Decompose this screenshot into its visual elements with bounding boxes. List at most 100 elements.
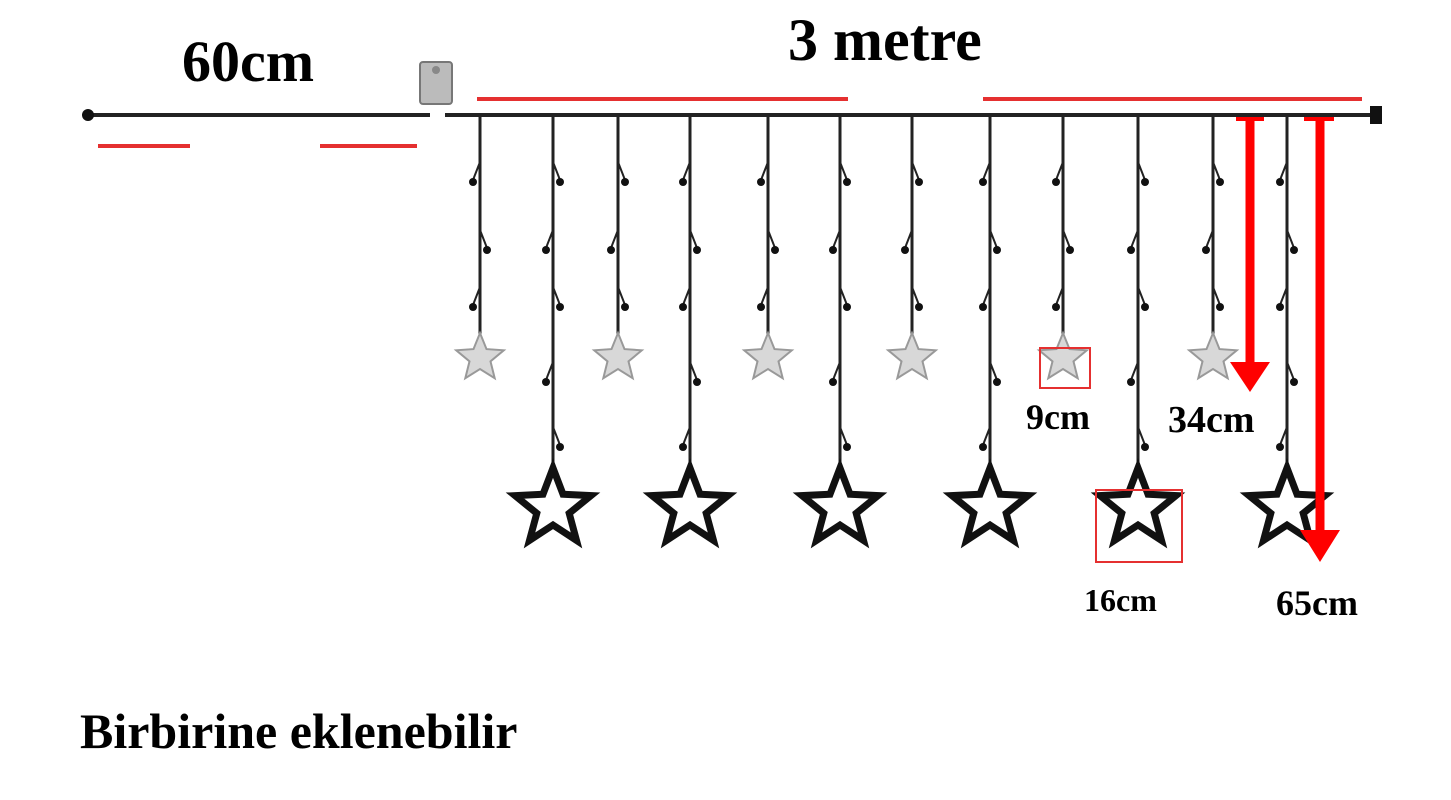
bulb bbox=[679, 303, 687, 311]
bulb-wire bbox=[1205, 229, 1214, 249]
large-star bbox=[1090, 458, 1186, 549]
long-length-arrowhead bbox=[1300, 530, 1340, 562]
bulb bbox=[469, 178, 477, 186]
controller-box bbox=[419, 61, 453, 105]
plug-end bbox=[82, 109, 94, 121]
bulb-wire bbox=[1212, 161, 1221, 181]
bulb bbox=[1290, 246, 1298, 254]
bulb-wire bbox=[610, 229, 619, 249]
bulb bbox=[469, 303, 477, 311]
bulb-wire bbox=[689, 361, 698, 381]
bulb-wire bbox=[682, 426, 691, 446]
controller-button bbox=[432, 66, 440, 74]
bulb bbox=[915, 303, 923, 311]
bulb bbox=[679, 178, 687, 186]
bulb-wire bbox=[989, 361, 998, 381]
large-star-size-box bbox=[1095, 489, 1183, 563]
bulb-wire bbox=[839, 161, 848, 181]
bulb bbox=[1216, 303, 1224, 311]
bulb bbox=[1141, 303, 1149, 311]
bulb bbox=[979, 178, 987, 186]
bulb bbox=[542, 246, 550, 254]
small-star bbox=[885, 330, 939, 381]
bulb-wire bbox=[1055, 286, 1064, 306]
bulb bbox=[1202, 246, 1210, 254]
bulb bbox=[1127, 246, 1135, 254]
bulb bbox=[542, 378, 550, 386]
bulb-wire bbox=[1137, 426, 1146, 446]
bulb bbox=[1290, 378, 1298, 386]
short-length-arrowhead bbox=[1230, 362, 1270, 392]
bulb-wire bbox=[545, 361, 554, 381]
bulb bbox=[621, 303, 629, 311]
bulb-wire bbox=[982, 426, 991, 446]
small-star bbox=[741, 330, 795, 381]
bulb bbox=[843, 303, 851, 311]
bulb bbox=[843, 178, 851, 186]
bulb bbox=[1141, 443, 1149, 451]
bulb-wire bbox=[552, 426, 561, 446]
bulb-wire bbox=[982, 161, 991, 181]
large-star bbox=[642, 458, 738, 549]
small-star bbox=[453, 330, 507, 381]
curtain-width-label: 3 metre bbox=[788, 7, 982, 73]
lead-cable-length-label: 60cm bbox=[182, 29, 315, 94]
bulb-wire bbox=[1130, 229, 1139, 249]
bulb bbox=[829, 378, 837, 386]
bulb-wire bbox=[760, 161, 769, 181]
bulb bbox=[915, 178, 923, 186]
bulb bbox=[693, 378, 701, 386]
bulb bbox=[679, 443, 687, 451]
bulb-wire bbox=[479, 229, 488, 249]
bulb-wire bbox=[989, 229, 998, 249]
bulb bbox=[757, 303, 765, 311]
bulb-wire bbox=[1279, 161, 1288, 181]
bulb bbox=[621, 178, 629, 186]
bulb-wire bbox=[1062, 229, 1071, 249]
strands-group bbox=[453, 115, 1335, 549]
bulb-wire bbox=[472, 286, 481, 306]
large-star bbox=[942, 458, 1038, 549]
bulb-wire bbox=[767, 229, 776, 249]
bulb bbox=[979, 443, 987, 451]
bulb-wire bbox=[1212, 286, 1221, 306]
bulb bbox=[901, 246, 909, 254]
bulb-wire bbox=[1279, 286, 1288, 306]
bulb-wire bbox=[617, 161, 626, 181]
bulb-wire bbox=[904, 229, 913, 249]
bulb bbox=[556, 303, 564, 311]
large-star bbox=[505, 458, 601, 549]
bulb-wire bbox=[1286, 361, 1295, 381]
long-strand-length-label: 65cm bbox=[1276, 583, 1358, 623]
bulb-wire bbox=[552, 161, 561, 181]
bulb-wire bbox=[982, 286, 991, 306]
bulb bbox=[1276, 178, 1284, 186]
bulb bbox=[979, 303, 987, 311]
bulb-wire bbox=[682, 286, 691, 306]
bulb bbox=[483, 246, 491, 254]
short-strand-length-label: 34cm bbox=[1168, 399, 1255, 441]
small-star-size-label: 9cm bbox=[1026, 397, 1090, 437]
measures-group bbox=[1039, 117, 1340, 563]
footer-caption: Birbirine eklenebilir bbox=[80, 703, 518, 759]
bulb-wire bbox=[760, 286, 769, 306]
bulb bbox=[771, 246, 779, 254]
bulb-wire bbox=[1130, 361, 1139, 381]
bulb-wire bbox=[1055, 161, 1064, 181]
bulb-wire bbox=[1137, 161, 1146, 181]
bulb bbox=[1127, 378, 1135, 386]
small-star bbox=[591, 330, 645, 381]
bulb-wire bbox=[832, 361, 841, 381]
bulb bbox=[843, 443, 851, 451]
small-star-size-box bbox=[1039, 347, 1091, 389]
bulb bbox=[993, 378, 1001, 386]
bulb bbox=[1066, 246, 1074, 254]
bulb-wire bbox=[545, 229, 554, 249]
bulb bbox=[1141, 178, 1149, 186]
bulb-wire bbox=[1279, 426, 1288, 446]
bulb-wire bbox=[617, 286, 626, 306]
bulb-wire bbox=[839, 286, 848, 306]
bulb bbox=[757, 178, 765, 186]
bulb-wire bbox=[911, 161, 920, 181]
